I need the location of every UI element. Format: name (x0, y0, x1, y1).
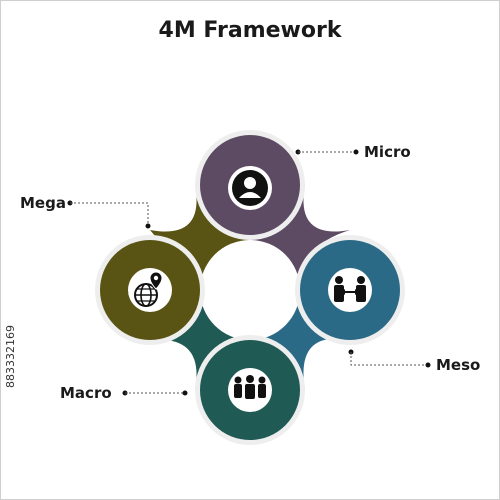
label-macro: Macro (60, 384, 112, 402)
globe-location-icon (134, 271, 163, 307)
leader-macro (122, 390, 188, 396)
node-mega (95, 235, 205, 345)
group-icon (234, 375, 266, 399)
two-people-exchange-icon (334, 276, 366, 302)
label-meso: Meso (436, 356, 481, 374)
center-circle (200, 240, 300, 340)
leader-meso (348, 349, 431, 368)
node-macro (195, 335, 305, 445)
leader-micro (295, 149, 359, 155)
stock-id: 883332169 (4, 325, 17, 388)
diagram-title: 4M Framework (158, 18, 342, 43)
label-micro: Micro (364, 143, 411, 161)
leader-mega (67, 200, 151, 229)
user-icon (232, 170, 268, 206)
node-micro (195, 130, 305, 240)
node-meso (295, 235, 405, 345)
label-mega: Mega (20, 194, 66, 212)
